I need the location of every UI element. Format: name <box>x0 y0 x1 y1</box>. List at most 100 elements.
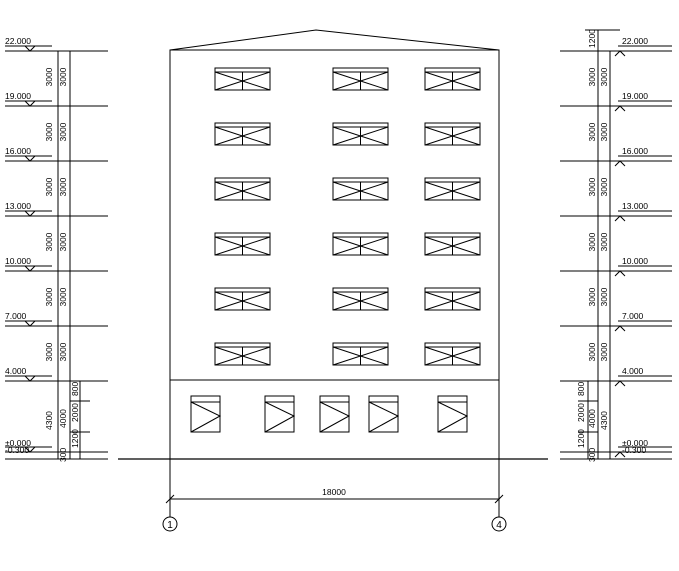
right-level-mark-6 <box>615 381 625 386</box>
window-opening-right <box>243 292 271 310</box>
left-storey-dim-inner-3: 3000 <box>58 232 68 251</box>
right-storey-dim-3: 3000 <box>587 232 597 251</box>
upper-windows <box>215 68 480 365</box>
left-elev-5: 7.000 <box>5 311 27 321</box>
window-r5-c2 <box>425 343 480 365</box>
right-level-mark-1 <box>615 106 625 111</box>
right-storey-dim-1: 3000 <box>587 122 597 141</box>
window-opening-right <box>453 237 481 255</box>
left-elev-minus: -0.300 <box>5 445 29 455</box>
window-opening-right <box>243 182 271 200</box>
right-elev-6: 4.000 <box>622 366 644 376</box>
window-r5-c1 <box>333 343 388 365</box>
window-opening-left <box>333 292 361 310</box>
right-elev-1: 19.000 <box>622 91 648 101</box>
window-r4-c0 <box>215 288 270 310</box>
window-opening-left <box>425 127 453 145</box>
right-elev-2: 16.000 <box>622 146 648 156</box>
left-level-mark-zero <box>25 447 35 452</box>
right-elev-zero: ±0.000 <box>622 438 648 448</box>
right-level-mark-zero <box>615 452 625 457</box>
right-level-mark-2 <box>615 161 625 166</box>
window-opening-left <box>215 127 243 145</box>
right-storey-dim-inner-0: 3000 <box>599 67 609 86</box>
window-r0-c0 <box>215 68 270 90</box>
left-level-mark-6 <box>25 376 35 381</box>
left-level-mark-1 <box>25 101 35 106</box>
window-opening-right <box>453 347 481 365</box>
axis-bubble-4 <box>492 517 506 531</box>
window-opening-right <box>243 237 271 255</box>
right-ground-total: 4300 <box>599 411 609 430</box>
right-elev-minus: -0.300 <box>622 445 646 455</box>
right-elev-5: 7.000 <box>622 311 644 321</box>
right-level-mark-5 <box>615 326 625 331</box>
window-r2-c2 <box>425 178 480 200</box>
left-level-mark-5 <box>25 321 35 326</box>
left-level-mark-4 <box>25 266 35 271</box>
window-opening-left <box>333 72 361 90</box>
left-ground-base: 300 <box>58 448 68 462</box>
ground-window-opening <box>369 402 398 432</box>
ground-window-1 <box>265 396 294 432</box>
overall-dim-tick-left <box>166 495 174 503</box>
left-elev-2: 16.000 <box>5 146 31 156</box>
window-opening-right <box>453 292 481 310</box>
window-opening-left <box>425 347 453 365</box>
window-opening-left <box>215 72 243 90</box>
left-level-mark-2 <box>25 156 35 161</box>
window-r0-c2 <box>425 68 480 90</box>
right-level-mark-3 <box>615 216 625 221</box>
right-storey-dim-0: 3000 <box>587 67 597 86</box>
window-r2-c0 <box>215 178 270 200</box>
axis-bubble-1 <box>163 517 177 531</box>
right-elev-4: 10.000 <box>622 256 648 266</box>
ground-window-3 <box>369 396 398 432</box>
window-opening-left <box>215 182 243 200</box>
window-opening-left <box>215 347 243 365</box>
left-storey-dim-inner-4: 3000 <box>58 287 68 306</box>
window-opening-right <box>453 127 481 145</box>
window-r4-c1 <box>333 288 388 310</box>
left-elev-6: 4.000 <box>5 366 27 376</box>
building-outline <box>170 50 499 459</box>
right-storey-dim-inner-5: 3000 <box>599 342 609 361</box>
left-elev-3: 13.000 <box>5 201 31 211</box>
left-storey-dim-3: 3000 <box>44 232 54 251</box>
window-opening-right <box>361 347 389 365</box>
window-opening-left <box>425 72 453 90</box>
right-ground-mid: 4000 <box>587 409 597 428</box>
window-opening-right <box>361 127 389 145</box>
right-ground-base: 300 <box>587 448 597 462</box>
window-r5-c0 <box>215 343 270 365</box>
window-opening-right <box>453 182 481 200</box>
window-r1-c0 <box>215 123 270 145</box>
right-dimension-chain <box>560 30 672 459</box>
ground-window-2 <box>320 396 349 432</box>
window-opening-right <box>361 237 389 255</box>
right-ground-top: 800 <box>576 382 586 396</box>
window-r3-c2 <box>425 233 480 255</box>
window-opening-left <box>425 292 453 310</box>
left-storey-dim-4: 3000 <box>44 287 54 306</box>
ground-window-opening <box>191 402 220 432</box>
overall-dim-tick-right <box>495 495 503 503</box>
axis-label-1: 1 <box>167 520 173 531</box>
window-r3-c1 <box>333 233 388 255</box>
window-opening-right <box>243 127 271 145</box>
left-level-mark-3 <box>25 211 35 216</box>
left-storey-dim-5: 3000 <box>44 342 54 361</box>
window-r3-c0 <box>215 233 270 255</box>
right-level-mark-4 <box>615 271 625 276</box>
right-storey-dim-2: 3000 <box>587 177 597 196</box>
window-opening-left <box>425 237 453 255</box>
right-ground-window: 2000 <box>576 403 586 422</box>
ground-window-frame <box>438 396 467 432</box>
window-opening-left <box>215 237 243 255</box>
left-elev-zero: ±0.000 <box>5 438 31 448</box>
window-opening-right <box>243 347 271 365</box>
window-r0-c1 <box>333 68 388 90</box>
window-opening-right <box>243 72 271 90</box>
ground-window-opening <box>320 402 349 432</box>
